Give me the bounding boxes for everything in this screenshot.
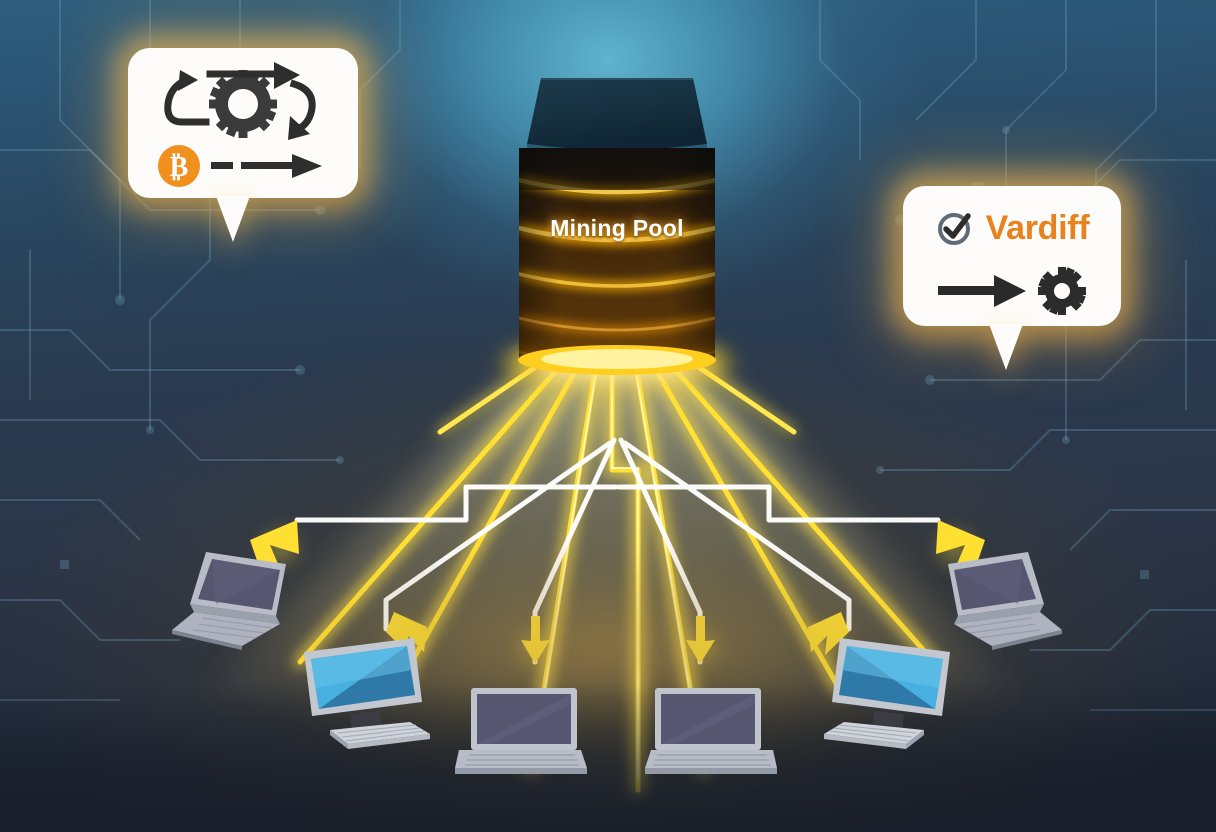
miner-desktop-left-inner[interactable] <box>290 630 442 766</box>
arrow-right-icon <box>938 275 1026 307</box>
bitcoin-flow-group: ₿ <box>128 145 358 192</box>
callout-tail-right <box>989 324 1023 370</box>
gear-icon <box>1038 267 1086 315</box>
circular-arrows-gear-icon <box>164 62 316 140</box>
arrow-curve-left-icon <box>164 76 210 126</box>
miner-laptop-left-outer[interactable] <box>168 540 298 650</box>
mining-pool-server: Mining Pool <box>505 52 729 375</box>
callout-share-adjustment[interactable]: ₿ <box>128 48 358 242</box>
callout-vardiff[interactable]: Vardiff <box>903 186 1121 370</box>
miner-laptop-center-right[interactable] <box>645 682 777 786</box>
svg-text:₿: ₿ <box>170 152 189 183</box>
floor-shadow <box>0 682 1216 832</box>
miner-laptop-right-outer[interactable] <box>936 540 1066 650</box>
dashed-arrow-right-icon <box>211 154 322 178</box>
vardiff-label: Vardiff <box>985 209 1090 247</box>
miner-desktop-right-inner[interactable] <box>812 630 964 766</box>
arrow-curve-right-icon <box>289 79 316 133</box>
callout-tail-left <box>216 196 250 242</box>
check-circle-icon <box>937 213 971 245</box>
gear-icon <box>209 70 277 138</box>
miner-laptop-center-left[interactable] <box>455 682 587 786</box>
cycle-icon-group <box>128 54 358 146</box>
arrowhead-right-top-icon <box>274 62 300 89</box>
bitcoin-coin-icon: ₿ <box>158 145 200 187</box>
arrowhead-down-right-icon <box>288 116 310 140</box>
arrowhead-up-left-icon <box>178 70 198 91</box>
